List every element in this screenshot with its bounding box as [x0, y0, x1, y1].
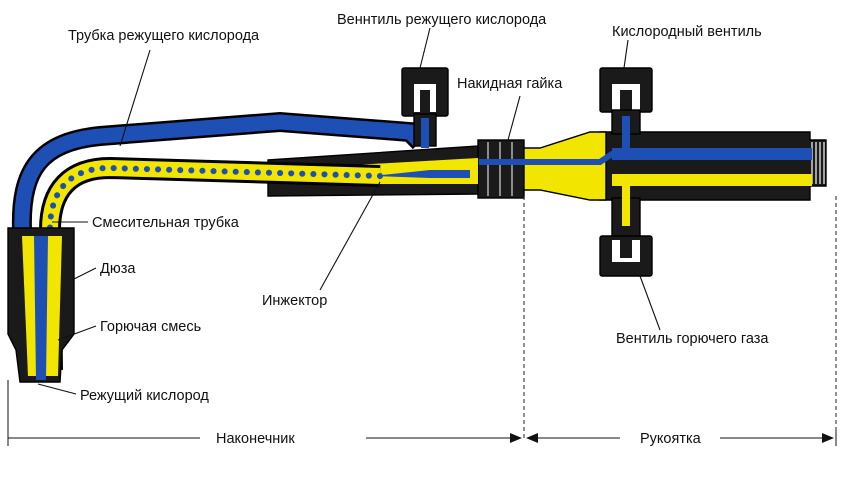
union-nut-body — [477, 139, 525, 199]
label-cutting-oxygen: Режущий кислород — [80, 388, 209, 404]
label-union-nut: Накидная гайка — [457, 76, 563, 92]
leader-lines — [37, 27, 661, 395]
leader-union-nut — [507, 95, 521, 141]
label-mixing-tube: Смесительная трубка — [92, 215, 240, 231]
leader-fuel-gas-valve — [639, 275, 661, 331]
handle-oxygen-channel — [612, 148, 812, 160]
leader-nozzle — [71, 267, 97, 281]
cutting-oxygen-valve — [401, 67, 449, 148]
leader-cutting-oxygen — [37, 383, 77, 395]
leader-combustible-mixture — [57, 325, 97, 341]
mixing-tube-dots — [46, 164, 383, 373]
leader-injector — [319, 181, 381, 291]
label-combustible-mixture: Горючая смесь — [100, 319, 201, 335]
label-cutting-oxygen-valve: Веннтиль режущего кислорода — [337, 12, 547, 28]
dimension-lines — [7, 380, 837, 446]
fuel-gas-valve — [599, 186, 653, 277]
handle-fuel-channel — [612, 174, 812, 186]
label-section-handle: Рукоятка — [640, 431, 702, 447]
oxygen-line-main — [430, 151, 640, 165]
leader-cutting-oxygen-valve — [419, 27, 431, 69]
label-injector: Инжектор — [262, 293, 327, 309]
label-cutting-oxygen-tube: Трубка режущего кислорода — [68, 28, 260, 44]
cutting-oxygen-tube-fill — [14, 114, 426, 331]
label-section-tip: Наконечник — [216, 431, 295, 447]
nozzle — [7, 227, 75, 383]
label-fuel-gas-valve: Вентиль горючего газа — [616, 331, 769, 347]
union-connector — [477, 131, 607, 201]
handle-body — [599, 131, 827, 201]
nozzle-oxygen-channel — [34, 236, 48, 380]
oxygen-valve — [599, 67, 653, 152]
leader-cutting-oxygen-tube — [119, 49, 151, 147]
label-nozzle: Дюза — [100, 261, 136, 277]
label-oxygen-valve: Кислородный вентиль — [612, 24, 762, 40]
torch-handle — [599, 131, 827, 201]
injector-body — [372, 170, 470, 178]
leader-oxygen-valve — [623, 39, 629, 69]
